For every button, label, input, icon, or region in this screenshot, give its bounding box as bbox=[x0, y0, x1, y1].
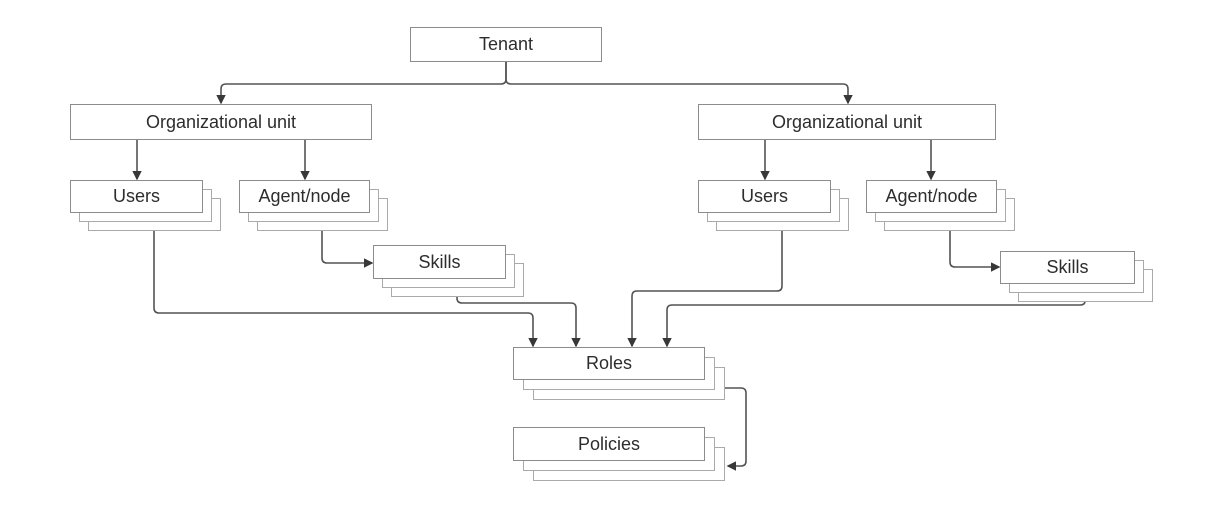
node-org-unit-right: Organizational unit bbox=[698, 104, 996, 140]
node-box: Skills bbox=[373, 245, 506, 279]
node-users-left: Users bbox=[70, 180, 221, 231]
node-tenant: Tenant bbox=[410, 27, 602, 62]
node-users-right: Users bbox=[698, 180, 849, 231]
node-policies: Policies bbox=[513, 427, 725, 481]
node-label: Roles bbox=[585, 353, 633, 373]
node-org-unit-left: Organizational unit bbox=[70, 104, 372, 140]
node-label: Organizational unit bbox=[145, 111, 297, 132]
node-label: Organizational unit bbox=[771, 111, 923, 132]
node-box: Users bbox=[70, 180, 203, 213]
edge-tenant-org-unit-right bbox=[505, 62, 853, 105]
edge-skills-right-roles bbox=[662, 300, 1086, 348]
node-label: Users bbox=[112, 186, 160, 206]
edge-skills-left-roles bbox=[456, 297, 581, 348]
node-skills-left: Skills bbox=[373, 245, 524, 297]
edge-users-right-roles bbox=[627, 231, 783, 348]
node-label: Agent/node bbox=[258, 186, 351, 206]
edge-agent-node-left-skills-left bbox=[321, 231, 374, 268]
node-agent-node-left: Agent/node bbox=[239, 180, 388, 231]
edge-agent-node-right-skills-right bbox=[949, 231, 1001, 272]
node-box: Policies bbox=[513, 427, 705, 461]
node-box: Users bbox=[698, 180, 831, 213]
node-label: Policies bbox=[577, 433, 641, 454]
node-label: Skills bbox=[418, 251, 461, 272]
node-box: Agent/node bbox=[239, 180, 370, 213]
edge-tenant-org-unit-left bbox=[216, 62, 507, 105]
node-box: Organizational unit bbox=[698, 104, 996, 140]
node-label: Tenant bbox=[478, 34, 534, 54]
node-roles: Roles bbox=[513, 347, 725, 400]
edge-users-left-roles bbox=[153, 231, 538, 348]
node-label: Skills bbox=[1046, 257, 1089, 277]
node-label: Users bbox=[740, 186, 788, 206]
node-box: Roles bbox=[513, 347, 705, 380]
node-agent-node-right: Agent/node bbox=[866, 180, 1015, 231]
node-label: Agent/node bbox=[885, 186, 978, 206]
node-box: Tenant bbox=[410, 27, 602, 62]
node-box: Organizational unit bbox=[70, 104, 372, 140]
node-skills-right: Skills bbox=[1000, 251, 1153, 302]
node-box: Agent/node bbox=[866, 180, 997, 213]
edge-roles-policies bbox=[725, 387, 747, 471]
node-box: Skills bbox=[1000, 251, 1135, 284]
